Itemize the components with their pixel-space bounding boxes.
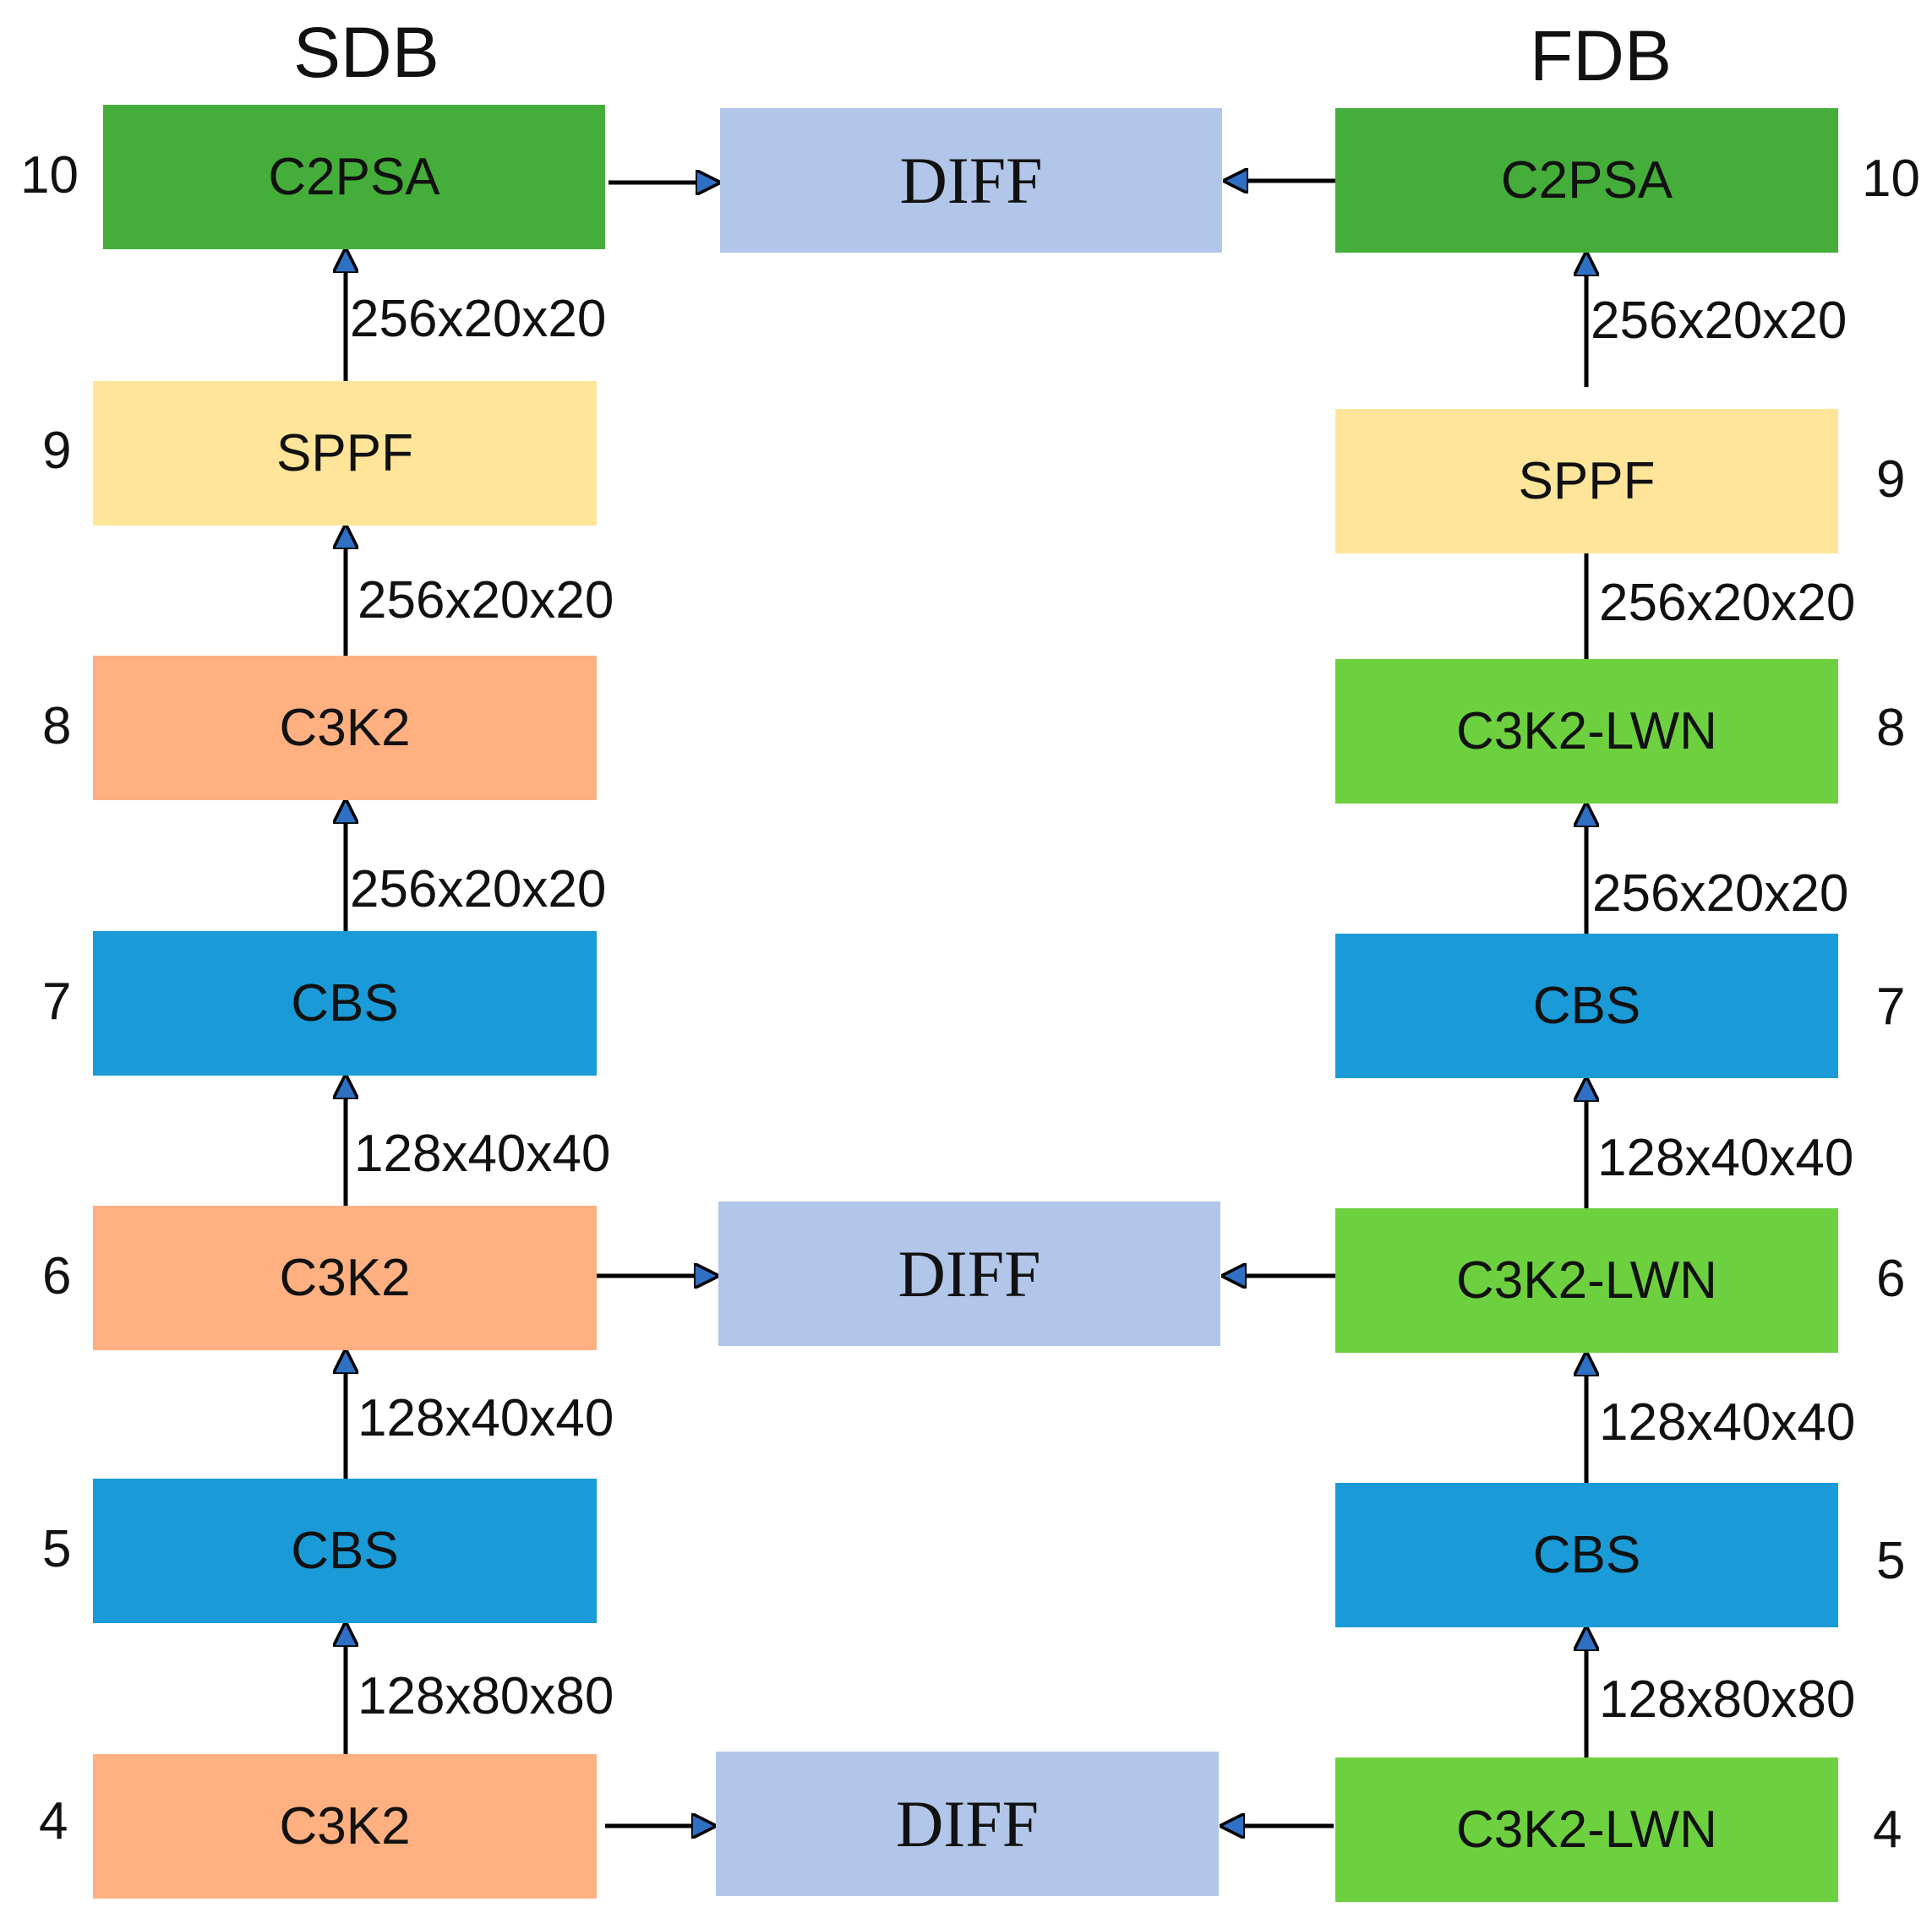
fdb-tensor-shape-label: 256x20x20 <box>1599 574 1856 632</box>
sdb-tensor-shape-label: 128x40x40 <box>357 1389 614 1447</box>
fdb-header: FDB <box>1530 16 1672 95</box>
sdb-tensor-shape-label: 256x20x20 <box>350 860 607 918</box>
sdb-tensor-shape-label: 128x80x80 <box>357 1667 614 1725</box>
fdb-tensor-shape-label: 128x40x40 <box>1597 1129 1854 1187</box>
sdb-layer-9-block: SPPF <box>93 381 597 526</box>
sdb-layer-number: 5 <box>42 1520 72 1578</box>
block-label: SPPF <box>1518 452 1656 510</box>
sdb-header: SDB <box>293 13 439 92</box>
block-label: CBS <box>1532 977 1641 1035</box>
fdb-layer-10-block: C2PSA <box>1335 108 1838 253</box>
block-label: C2PSA <box>268 148 440 206</box>
sdb-layer-number: 4 <box>39 1792 68 1850</box>
sdb-layer-number: 6 <box>42 1247 72 1305</box>
block-label: C3K2 <box>279 699 411 757</box>
block-label: CBS <box>1532 1526 1641 1584</box>
sdb-layer-8-block: C3K2 <box>93 656 597 800</box>
fdb-layer-number: 8 <box>1876 699 1906 757</box>
block-label: CBS <box>291 974 399 1033</box>
sdb-layer-7-block: CBS <box>93 931 597 1076</box>
sdb-layer-number: 9 <box>42 422 72 480</box>
sdb-layer-number: 8 <box>42 697 72 755</box>
fdb-layer-5-block: CBS <box>1335 1483 1838 1627</box>
diff-block-middle: DIFF <box>718 1202 1220 1346</box>
block-label: C3K2-LWN <box>1456 702 1717 760</box>
diff-block-top: DIFF <box>720 108 1222 253</box>
fdb-layer-number: 7 <box>1876 978 1906 1036</box>
sdb-layer-6-block: C3K2 <box>93 1206 597 1350</box>
block-label: C3K2 <box>279 1249 411 1307</box>
fdb-tensor-shape-label: 128x80x80 <box>1599 1670 1856 1729</box>
fdb-tensor-shape-label: 256x20x20 <box>1592 864 1849 923</box>
sdb-layer-4-block: C3K2 <box>93 1754 597 1899</box>
sdb-tensor-shape-label: 256x20x20 <box>350 290 607 348</box>
fdb-layer-8-block: C3K2-LWN <box>1335 659 1838 804</box>
block-label: CBS <box>291 1522 399 1580</box>
fdb-layer-6-block: C3K2-LWN <box>1335 1208 1838 1353</box>
fdb-tensor-shape-label: 256x20x20 <box>1591 292 1847 350</box>
diff-label: DIFF <box>898 1236 1041 1311</box>
diff-block-bottom: DIFF <box>716 1752 1219 1896</box>
sdb-layer-10-block: C2PSA <box>103 105 605 249</box>
diff-label: DIFF <box>895 1786 1040 1861</box>
diff-label: DIFF <box>899 143 1043 217</box>
fdb-tensor-shape-label: 128x40x40 <box>1599 1393 1856 1452</box>
fdb-layer-number: 10 <box>1862 150 1920 208</box>
block-label: C3K2 <box>279 1797 411 1855</box>
sdb-layer-5-block: CBS <box>93 1479 597 1623</box>
fdb-layer-4-block: C3K2-LWN <box>1335 1757 1838 1902</box>
fdb-layer-number: 5 <box>1876 1532 1906 1590</box>
block-label: SPPF <box>276 424 413 482</box>
block-label: C2PSA <box>1500 151 1673 210</box>
sdb-tensor-shape-label: 256x20x20 <box>357 571 614 629</box>
fdb-layer-number: 9 <box>1876 450 1906 509</box>
fdb-layer-7-block: CBS <box>1335 934 1838 1078</box>
fdb-layer-number: 4 <box>1873 1801 1902 1859</box>
fdb-layer-9-block: SPPF <box>1335 409 1838 553</box>
block-label: C3K2-LWN <box>1456 1251 1717 1310</box>
fdb-layer-number: 6 <box>1876 1250 1906 1308</box>
sdb-tensor-shape-label: 128x40x40 <box>354 1125 611 1183</box>
sdb-layer-number: 7 <box>42 973 72 1031</box>
block-label: C3K2-LWN <box>1456 1801 1717 1859</box>
sdb-layer-number: 10 <box>20 146 79 204</box>
